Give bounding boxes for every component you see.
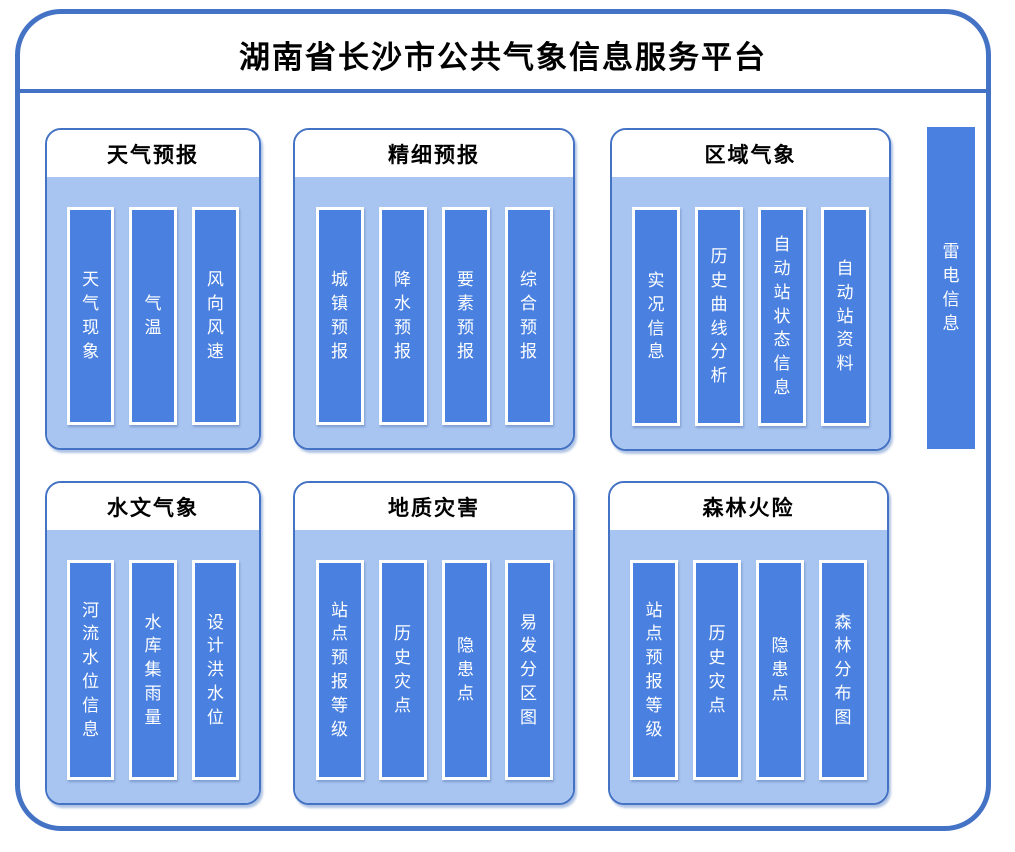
panel-geological-disaster: 地质灾害 站点预报等级 历史灾点 隐患点 易发分区图 — [293, 481, 575, 805]
panel-title: 水文气象 — [107, 496, 199, 520]
module-label: 自动站资料 — [836, 259, 854, 374]
panel-regional-meteorology: 区域气象 实况信息 历史曲线分析 自动站状态信息 自动站资料 — [610, 128, 891, 451]
module-bar: 风向风速 — [191, 207, 239, 425]
module-label: 森林分布图 — [834, 612, 852, 727]
panel-header: 天气预报 — [47, 130, 259, 177]
module-label: 风向风速 — [206, 270, 224, 361]
panel-fine-forecast: 精细预报 城镇预报 降水预报 要素预报 综合预报 — [293, 128, 575, 450]
module-bar: 实况信息 — [632, 207, 680, 426]
panel-title: 区域气象 — [704, 143, 797, 167]
module-label: 综合预报 — [520, 270, 537, 361]
module-bar: 要素预报 — [441, 207, 490, 425]
module-label: 水库集雨量 — [144, 612, 162, 727]
module-bar: 历史灾点 — [378, 560, 427, 780]
module-bar: 森林分布图 — [819, 560, 867, 780]
panel-body: 站点预报等级 历史灾点 隐患点 易发分区图 — [295, 530, 573, 803]
page-title: 湖南省长沙市公共气象信息服务平台 — [239, 39, 767, 75]
module-label: 气温 — [144, 294, 162, 337]
module-bar: 河流水位信息 — [67, 560, 115, 780]
panel-header: 区域气象 — [612, 130, 889, 177]
panel-header: 森林火险 — [610, 483, 887, 530]
panel-header: 精细预报 — [295, 130, 573, 177]
module-label: 隐患点 — [771, 636, 789, 703]
module-label: 历史灾点 — [394, 624, 411, 715]
module-bar: 城镇预报 — [315, 207, 364, 425]
module-label: 历史曲线分析 — [710, 247, 728, 386]
module-label: 站点预报等级 — [645, 600, 663, 739]
module-label: 雷电信息 — [942, 242, 960, 333]
module-bar: 站点预报等级 — [315, 560, 364, 780]
module-bar: 隐患点 — [441, 560, 490, 780]
panel-title: 地质灾害 — [388, 496, 480, 520]
panel-title: 天气预报 — [107, 143, 199, 167]
module-bar: 天气现象 — [67, 207, 115, 425]
module-bar: 综合预报 — [504, 207, 553, 425]
module-bar: 设计洪水位 — [191, 560, 239, 780]
module-bar: 水库集雨量 — [129, 560, 177, 780]
module-bar: 隐患点 — [756, 560, 804, 780]
panel-title: 精细预报 — [388, 143, 480, 167]
panel-body: 天气现象 气温 风向风速 — [47, 177, 259, 448]
module-label: 河流水位信息 — [82, 600, 100, 739]
module-label: 历史灾点 — [708, 624, 726, 715]
module-bar: 站点预报等级 — [630, 560, 678, 780]
module-label: 站点预报等级 — [331, 600, 348, 739]
module-label: 隐患点 — [457, 636, 474, 703]
module-label: 易发分区图 — [520, 612, 537, 727]
module-bar: 降水预报 — [378, 207, 427, 425]
panel-header: 地质灾害 — [295, 483, 573, 530]
panel-title: 森林火险 — [702, 496, 795, 520]
title-bar: 湖南省长沙市公共气象信息服务平台 — [15, 9, 991, 93]
module-label: 实况信息 — [647, 270, 665, 362]
panel-body: 站点预报等级 历史灾点 隐患点 森林分布图 — [610, 530, 887, 803]
panel-hydrological-meteorology: 水文气象 河流水位信息 水库集雨量 设计洪水位 — [45, 481, 261, 805]
panel-body: 实况信息 历史曲线分析 自动站状态信息 自动站资料 — [612, 177, 889, 449]
panel-weather-forecast: 天气预报 天气现象 气温 风向风速 — [45, 128, 261, 450]
lightning-info-bar: 雷电信息 — [927, 127, 975, 449]
module-label: 城镇预报 — [331, 270, 348, 361]
panel-header: 水文气象 — [47, 483, 259, 530]
module-label: 要素预报 — [457, 270, 474, 361]
module-bar: 自动站资料 — [821, 207, 869, 426]
module-bar: 易发分区图 — [504, 560, 553, 780]
module-label: 自动站状态信息 — [773, 235, 791, 397]
module-bar: 自动站状态信息 — [758, 207, 806, 426]
panel-forest-fire-risk: 森林火险 站点预报等级 历史灾点 隐患点 森林分布图 — [608, 481, 889, 805]
module-bar: 历史灾点 — [693, 560, 741, 780]
panel-body: 城镇预报 降水预报 要素预报 综合预报 — [295, 177, 573, 448]
module-label: 设计洪水位 — [206, 612, 224, 727]
panel-body: 河流水位信息 水库集雨量 设计洪水位 — [47, 530, 259, 803]
module-bar: 气温 — [129, 207, 177, 425]
module-label: 天气现象 — [82, 270, 100, 361]
module-label: 降水预报 — [394, 270, 411, 361]
module-bar: 历史曲线分析 — [695, 207, 743, 426]
